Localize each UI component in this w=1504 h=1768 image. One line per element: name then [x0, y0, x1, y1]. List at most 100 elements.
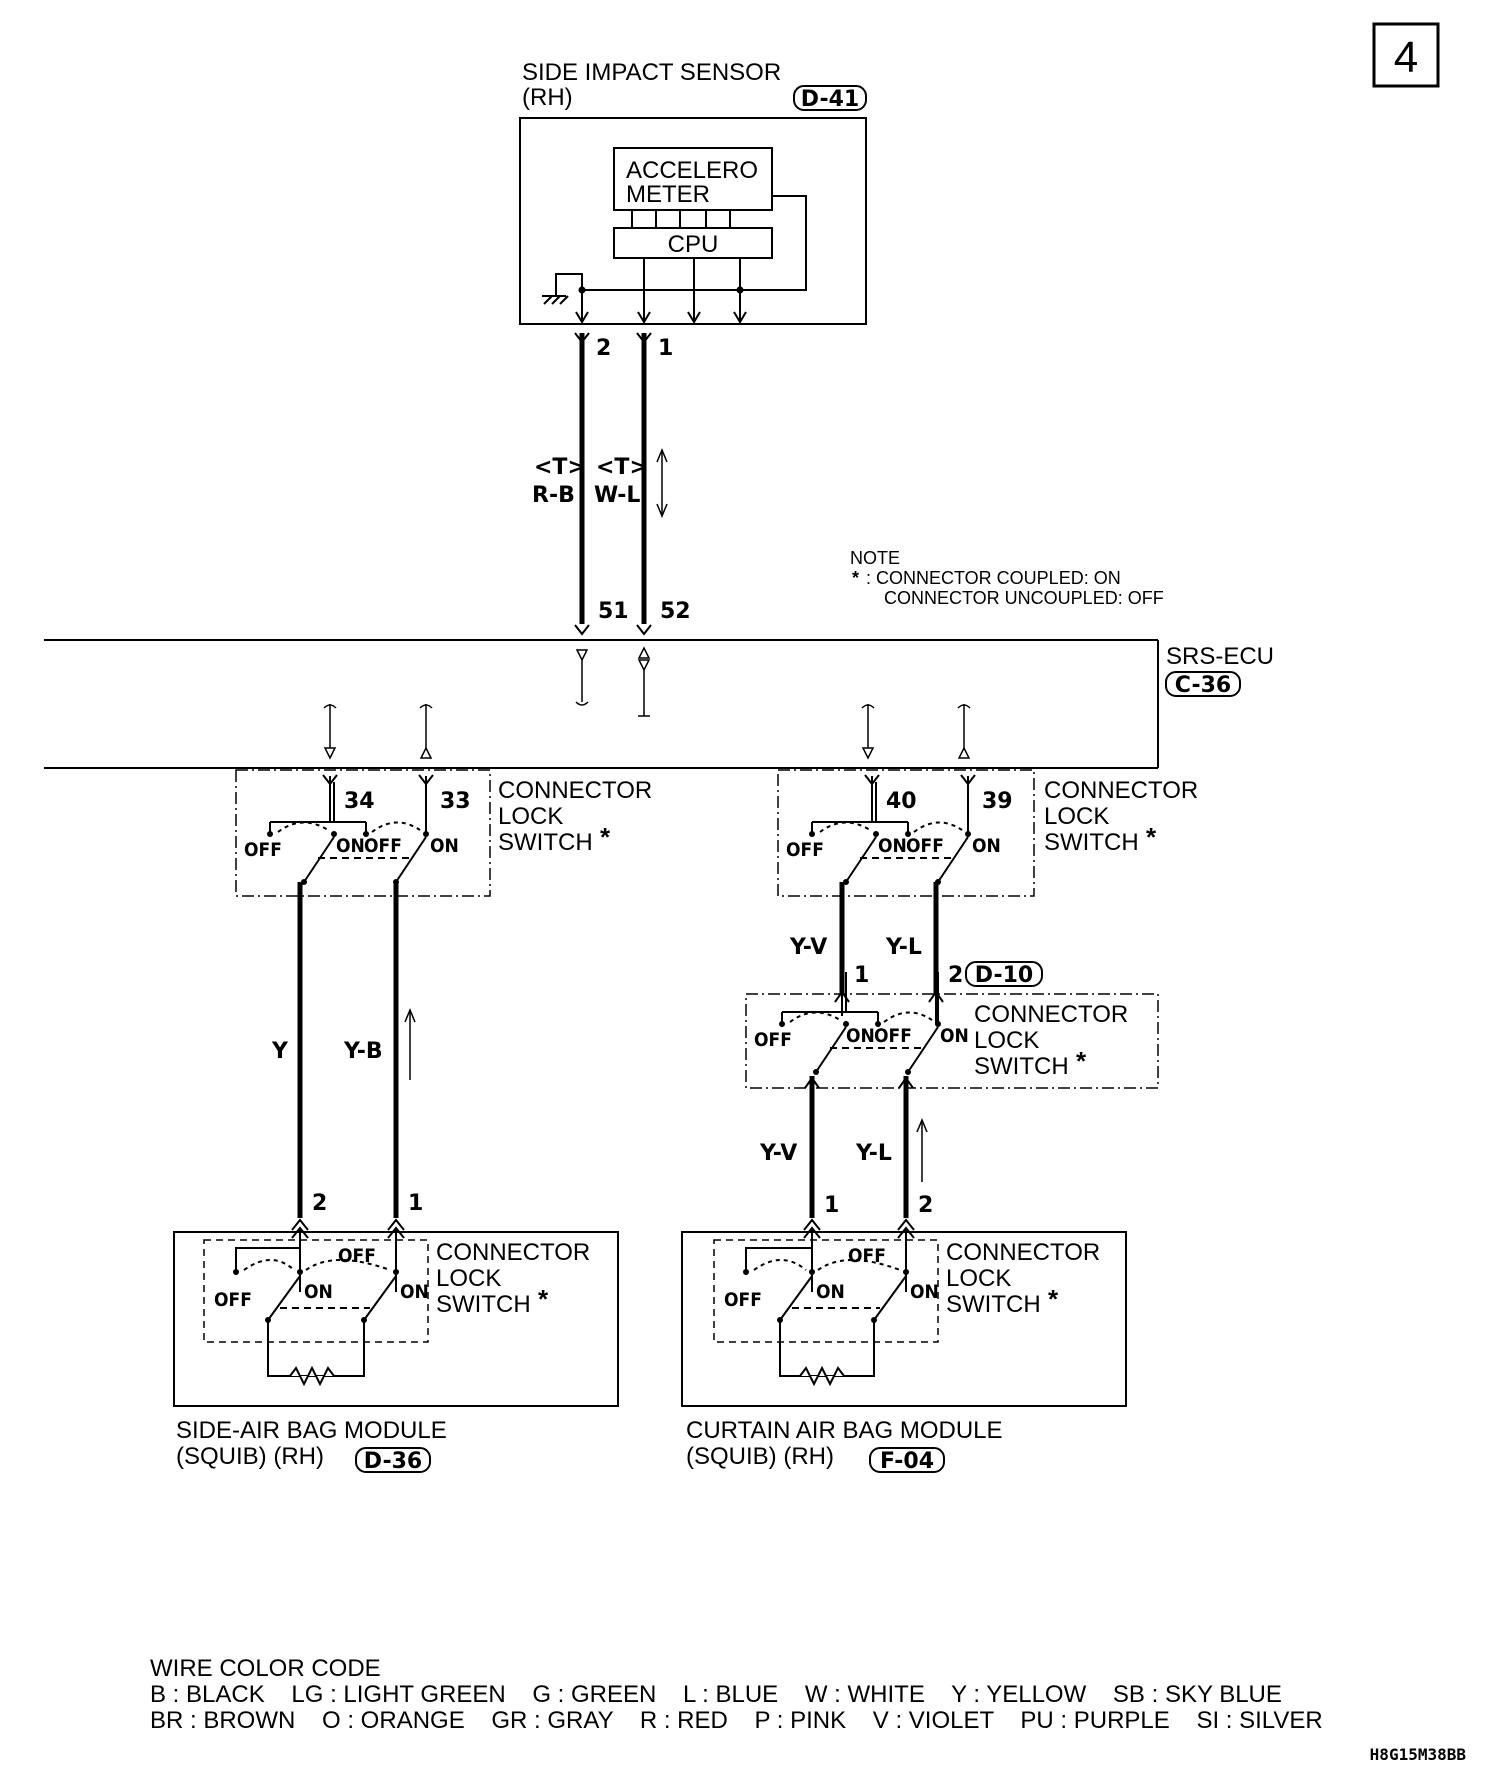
right-lower-wires: Y-V Y-L 1 2 [759, 1076, 933, 1239]
note-star: * [852, 568, 859, 588]
curtain-module-lock-title-1: CONNECTOR [946, 1239, 1100, 1266]
ecu-lock-switch-right: 40 39 OFF ON OFF ON CONNECTOR LOCK SWITC… [777, 769, 1198, 897]
side-impact-sensor: SIDE IMPACT SENSOR (RH) D-41 ACCELERO ME… [519, 59, 867, 361]
wire-color-code-row-2: BR : BROWN O : ORANGE GR : GRAY R : RED … [150, 1707, 1323, 1734]
wire-color-y-l-upper: Y-L [885, 935, 922, 960]
ecu-pin-33: 33 [440, 789, 471, 814]
right-upper-wires: Y-V Y-L 1 2 D-10 [789, 882, 1043, 994]
note-line-2: CONNECTOR UNCOUPLED: OFF [884, 588, 1164, 608]
d10-pin-2: 2 [948, 963, 963, 988]
ecu-right-lock-title-2: LOCK [1044, 803, 1109, 830]
side-module-on-label: ON [304, 1281, 333, 1303]
ecu-title: SRS-ECU [1166, 643, 1274, 670]
side-airbag-module: OFF ON OFF ON CONNECTOR LOCK SWITCH * SI… [173, 1230, 619, 1474]
accelerometer-label-2: METER [626, 181, 710, 208]
curtain-module-subtitle: (SQUIB) (RH) [686, 1443, 834, 1470]
d10-pin-1: 1 [854, 963, 869, 988]
ecu-right-on2-label: ON [972, 835, 1001, 857]
ecu-right-off-label: OFF [786, 839, 824, 861]
side-module-pin-2: 2 [312, 1191, 327, 1216]
drawing-code: H8G15M38BB [1370, 1745, 1467, 1764]
note-block: NOTE * : CONNECTOR COUPLED: ON CONNECTOR… [850, 548, 1164, 608]
ecu-connector-badge [1165, 671, 1241, 697]
wire-tag-left: <T> [534, 455, 586, 480]
side-module-title: SIDE-AIR BAG MODULE [176, 1417, 447, 1444]
sensor-body [519, 117, 867, 325]
ecu-pin-34: 34 [344, 789, 375, 814]
curtain-module-lock-star: * [1048, 1284, 1059, 1314]
wire-color-y: Y [271, 1039, 289, 1064]
wire-tag-right: <T> [596, 455, 648, 480]
srs-ecu: SRS-ECU C-36 51 52 [44, 599, 1274, 769]
side-module-off-label: OFF [214, 1289, 252, 1311]
d10-connector-id: D-10 [975, 963, 1033, 988]
side-module-connector-badge [355, 1447, 431, 1473]
sensor-ecu-wires: <T> R-B <T> W-L [532, 333, 668, 624]
note-title: NOTE [850, 548, 900, 568]
ecu-pin-52: 52 [660, 599, 691, 624]
accelerometer-block [613, 147, 773, 211]
curtain-module-lock-title-2: LOCK [946, 1265, 1011, 1292]
accelerometer-label-1: ACCELERO [626, 157, 758, 184]
left-branch-wires: Y Y-B 2 1 [271, 882, 423, 1239]
side-module-off2-label: OFF [338, 1245, 376, 1267]
ecu-right-off2-label: OFF [906, 835, 944, 857]
wire-color-y-v-upper: Y-V [789, 935, 827, 960]
mid-off-label: OFF [754, 1029, 792, 1051]
ecu-left-on2-label: ON [430, 835, 459, 857]
mid-on2-label: ON [940, 1025, 969, 1047]
ecu-right-on-label: ON [878, 835, 907, 857]
wire-color-code-row-1: B : BLACK LG : LIGHT GREEN G : GREEN L :… [150, 1681, 1282, 1708]
ecu-pin-40: 40 [886, 789, 917, 814]
mid-lock-title-3: SWITCH [974, 1053, 1069, 1080]
cpu-label: CPU [668, 231, 719, 258]
side-module-subtitle: (SQUIB) (RH) [176, 1443, 324, 1470]
side-module-lock-title-2: LOCK [436, 1265, 501, 1292]
ecu-left-lock-title-3: SWITCH [498, 829, 593, 856]
mid-lock-title-2: LOCK [974, 1027, 1039, 1054]
note-line-1: : CONNECTOR COUPLED: ON [866, 568, 1121, 588]
ecu-left-lock-title-2: LOCK [498, 803, 563, 830]
sensor-connector-id: D-41 [801, 87, 859, 112]
sensor-connector-badge [793, 85, 867, 111]
wire-color-y-v-lower: Y-V [759, 1141, 797, 1166]
wire-color-w-l: W-L [594, 483, 640, 508]
ecu-lock-switch-left: 34 33 OFF ON OFF ON CONNECTOR LOCK SWITC… [235, 769, 652, 897]
ecu-right-lock-title-3: SWITCH [1044, 829, 1139, 856]
curtain-module-pin-1: 1 [824, 1193, 839, 1218]
sensor-pin-2: 2 [596, 336, 611, 361]
curtain-module-connector-badge [869, 1447, 945, 1473]
ecu-left-off2-label: OFF [364, 835, 402, 857]
sensor-subtitle: (RH) [522, 84, 573, 111]
curtain-module-pin-2: 2 [918, 1193, 933, 1218]
curtain-module-off-label: OFF [724, 1289, 762, 1311]
ecu-connector-id: C-36 [1175, 673, 1231, 698]
ecu-pin-39: 39 [982, 789, 1013, 814]
curtain-module-connector-id: F-04 [880, 1449, 934, 1474]
curtain-module-lock-title-3: SWITCH [946, 1291, 1041, 1318]
ecu-left-off-label: OFF [244, 839, 282, 861]
ecu-pin-51: 51 [598, 599, 629, 624]
side-module-lock-title-1: CONNECTOR [436, 1239, 590, 1266]
curtain-module-on2-label: ON [910, 1281, 939, 1303]
mid-lock-switch: OFF ON OFF ON CONNECTOR LOCK SWITCH * [745, 971, 1159, 1089]
ecu-left-on-label: ON [336, 835, 365, 857]
curtain-module-title: CURTAIN AIR BAG MODULE [686, 1417, 1003, 1444]
mid-lock-title-1: CONNECTOR [974, 1001, 1128, 1028]
curtain-airbag-module: OFF ON OFF ON CONNECTOR LOCK SWITCH * CU… [681, 1230, 1127, 1474]
curtain-module-off2-label: OFF [848, 1245, 886, 1267]
curtain-module-on-label: ON [816, 1281, 845, 1303]
sensor-title: SIDE IMPACT SENSOR [522, 59, 781, 86]
page-number: 4 [1394, 33, 1418, 82]
ecu-right-lock-star: * [1146, 822, 1157, 852]
mid-off2-label: OFF [874, 1025, 912, 1047]
ecu-left-lock-title-1: CONNECTOR [498, 777, 652, 804]
wire-color-code-title: WIRE COLOR CODE [150, 1655, 381, 1682]
side-module-connector-id: D-36 [364, 1449, 422, 1474]
side-module-lock-star: * [538, 1284, 549, 1314]
side-module-on2-label: ON [400, 1281, 429, 1303]
wire-color-code: WIRE COLOR CODE B : BLACK LG : LIGHT GRE… [150, 1655, 1323, 1734]
mid-on-label: ON [846, 1025, 875, 1047]
d10-connector-badge [965, 961, 1043, 987]
